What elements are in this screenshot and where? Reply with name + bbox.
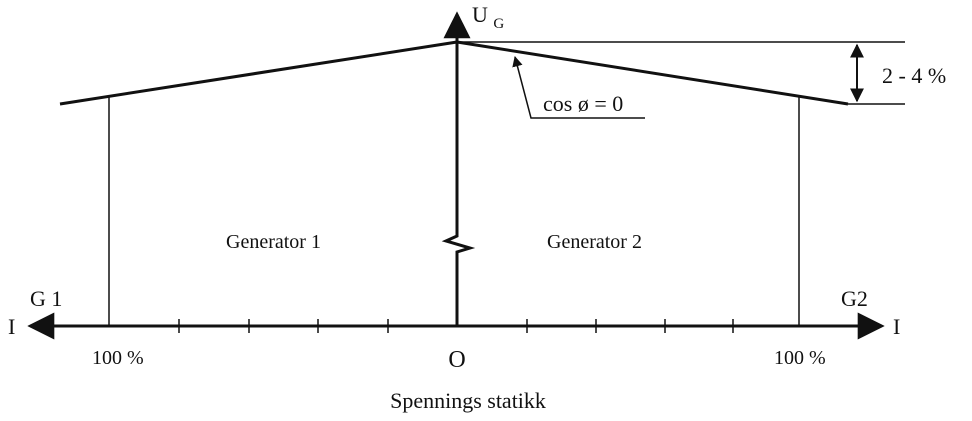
generator-1-droop-line <box>59 40 458 106</box>
voltage-axis-label-main: U <box>472 2 488 27</box>
axis-ticks <box>178 319 734 333</box>
generator-2-tag: G2 <box>841 286 868 311</box>
droop-range-label: 2 - 4 % <box>882 63 946 88</box>
origin-label: O <box>448 347 465 373</box>
voltage-axis-label-sub: G <box>493 16 504 32</box>
voltage-axis-label: U G <box>472 2 504 32</box>
current-label-left: I <box>8 314 15 339</box>
cos-phi-label: cos ø = 0 <box>543 91 623 116</box>
diagram-caption: Spennings statikk <box>390 388 546 413</box>
generator-2-percent-label: 100 % <box>774 347 826 369</box>
generator-2-label: Generator 2 <box>547 231 642 253</box>
generator-1-percent-label: 100 % <box>92 347 144 369</box>
generator-1-tag: G 1 <box>30 286 62 311</box>
generator-2-droop-line <box>456 40 849 106</box>
cos-phi-leader <box>512 55 645 119</box>
generator-1-label: Generator 1 <box>226 231 321 253</box>
current-label-right: I <box>893 314 900 339</box>
voltage-axis <box>441 11 476 326</box>
